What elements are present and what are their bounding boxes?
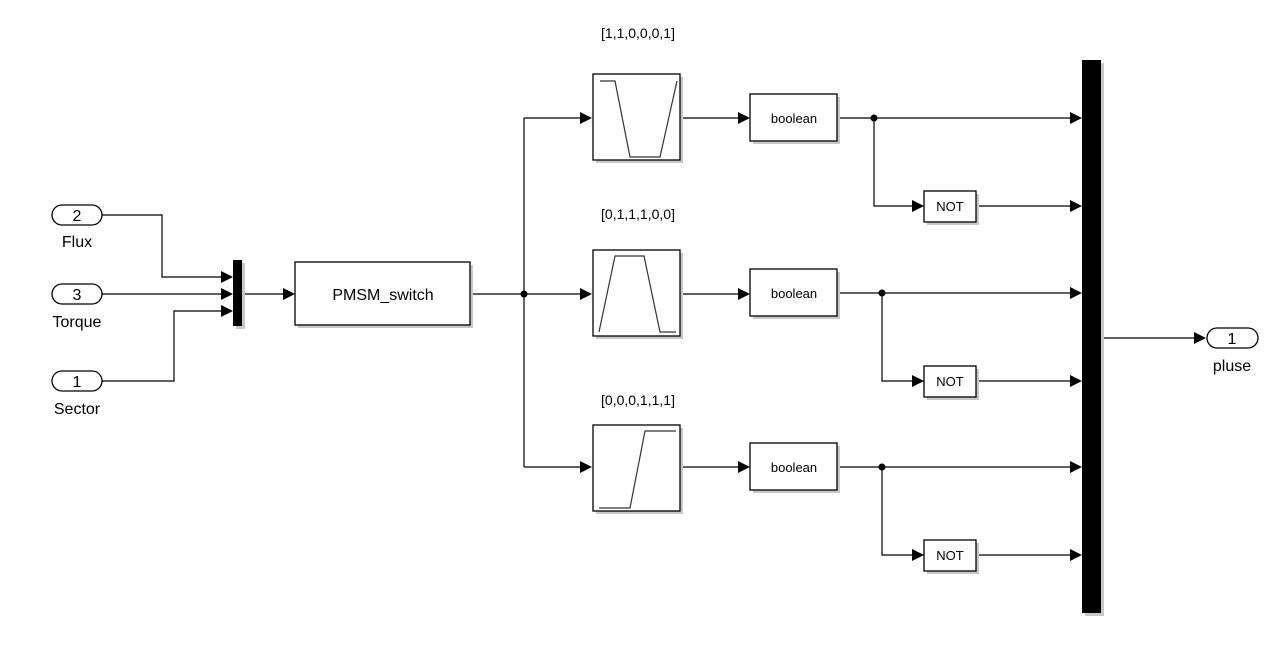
not-label: NOT — [936, 548, 964, 563]
inport-number: 2 — [73, 208, 82, 225]
arrow-icon — [221, 288, 233, 300]
branch-point — [878, 463, 886, 471]
arrow-icon — [1070, 461, 1082, 473]
output-mux[interactable] — [1082, 60, 1104, 616]
arrow-icon — [1070, 200, 1082, 212]
lookup-block-1[interactable]: [1,1,0,0,0,1] — [592, 25, 683, 163]
inport-sector[interactable]: 1 Sector — [51, 370, 103, 418]
branch-point — [878, 289, 886, 297]
boolean-label: boolean — [771, 460, 817, 475]
wire-bool2-to-not2[interactable] — [881, 293, 912, 382]
arrow-icon — [1070, 112, 1082, 124]
arrow-icon — [283, 288, 295, 300]
inport-flux[interactable]: 2 Flux — [51, 204, 103, 251]
wire-bool1-to-not1[interactable] — [873, 118, 912, 207]
arrow-icon — [912, 375, 924, 387]
not-block-1[interactable]: NOT — [923, 190, 979, 225]
lookup-param: [0,0,0,1,1,1] — [601, 392, 675, 408]
arrow-icon — [912, 200, 924, 212]
wire-sector-to-mux[interactable] — [102, 310, 222, 382]
inport-number: 3 — [73, 287, 82, 304]
not-block-3[interactable]: NOT — [923, 539, 979, 574]
wire-flux-to-mux[interactable] — [102, 214, 222, 278]
arrow-icon — [738, 288, 750, 300]
input-mux[interactable] — [233, 260, 245, 329]
arrow-icon — [738, 461, 750, 473]
wire-bool3-to-not3[interactable] — [881, 467, 912, 556]
not-label: NOT — [936, 199, 964, 214]
not-label: NOT — [936, 374, 964, 389]
lookup-curve — [600, 80, 678, 158]
boolean-block-2[interactable]: boolean — [749, 268, 840, 319]
boolean-label: boolean — [771, 286, 817, 301]
outport-number: 1 — [1228, 331, 1237, 348]
arrow-icon — [738, 112, 750, 124]
inport-torque[interactable]: 3 Torque — [51, 283, 103, 331]
outport-pluse[interactable]: 1 pluse — [1206, 327, 1259, 375]
arrow-icon — [580, 112, 592, 124]
arrow-icon — [1070, 287, 1082, 299]
lookup-param: [0,1,1,1,0,0] — [601, 206, 675, 222]
arrow-icon — [912, 549, 924, 561]
lookup-block-3[interactable]: [0,0,0,1,1,1] — [592, 392, 683, 514]
arrowheads — [221, 112, 1206, 561]
pmsm-switch-subsystem[interactable]: PMSM_switch — [294, 261, 473, 328]
arrow-icon — [1070, 375, 1082, 387]
subsystem-label: PMSM_switch — [332, 287, 433, 304]
inport-label: Torque — [53, 314, 102, 331]
arrow-icon — [221, 305, 233, 317]
inport-label: Flux — [62, 234, 92, 251]
lookup-curve — [599, 430, 676, 509]
lookup-block-2[interactable]: [0,1,1,1,0,0] — [592, 206, 683, 339]
branch-point — [520, 290, 528, 298]
not-block-2[interactable]: NOT — [923, 365, 979, 400]
branch-point — [870, 114, 878, 122]
inport-number: 1 — [73, 374, 82, 391]
lookup-curve — [598, 255, 676, 333]
arrow-icon — [580, 288, 592, 300]
outport-label: pluse — [1213, 358, 1251, 375]
inport-label: Sector — [54, 401, 101, 418]
arrow-icon — [1070, 549, 1082, 561]
boolean-block-3[interactable]: boolean — [749, 442, 840, 493]
arrow-icon — [580, 461, 592, 473]
boolean-label: boolean — [771, 111, 817, 126]
arrow-icon — [1194, 332, 1206, 344]
arrow-icon — [221, 271, 233, 283]
boolean-block-1[interactable]: boolean — [749, 93, 840, 144]
lookup-param: [1,1,0,0,0,1] — [601, 25, 675, 41]
